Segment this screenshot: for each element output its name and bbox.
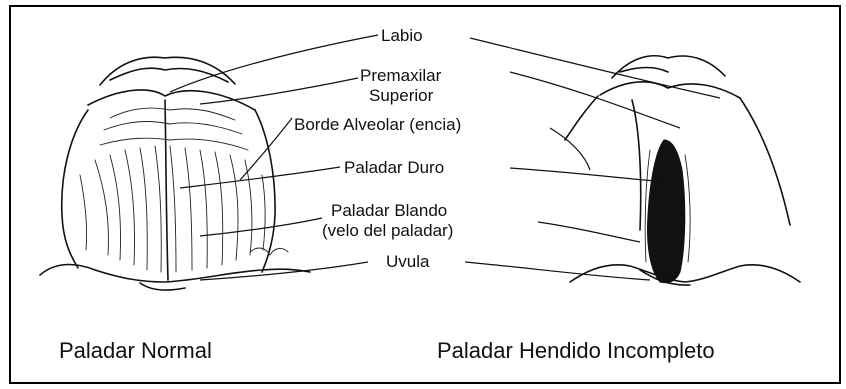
label-premaxilar: Premaxilar (360, 66, 442, 85)
label-uvula: Uvula (386, 252, 430, 271)
label-paladar-blando: Paladar Blando (331, 201, 447, 220)
label-labio: Labio (381, 26, 423, 45)
label-superior: Superior (369, 86, 434, 105)
caption-paladar-normal: Paladar Normal (59, 338, 212, 363)
normal-palate-drawing (40, 57, 310, 290)
label-borde-alveolar: Borde Alveolar (encia) (294, 115, 461, 134)
leader-lines (170, 35, 720, 280)
label-paladar-duro: Paladar Duro (344, 158, 444, 177)
caption-paladar-hendido: Paladar Hendido Incompleto (437, 338, 715, 363)
cleft-palate-drawing (565, 56, 800, 285)
label-velo-del-paladar: (velo del paladar) (322, 221, 453, 240)
